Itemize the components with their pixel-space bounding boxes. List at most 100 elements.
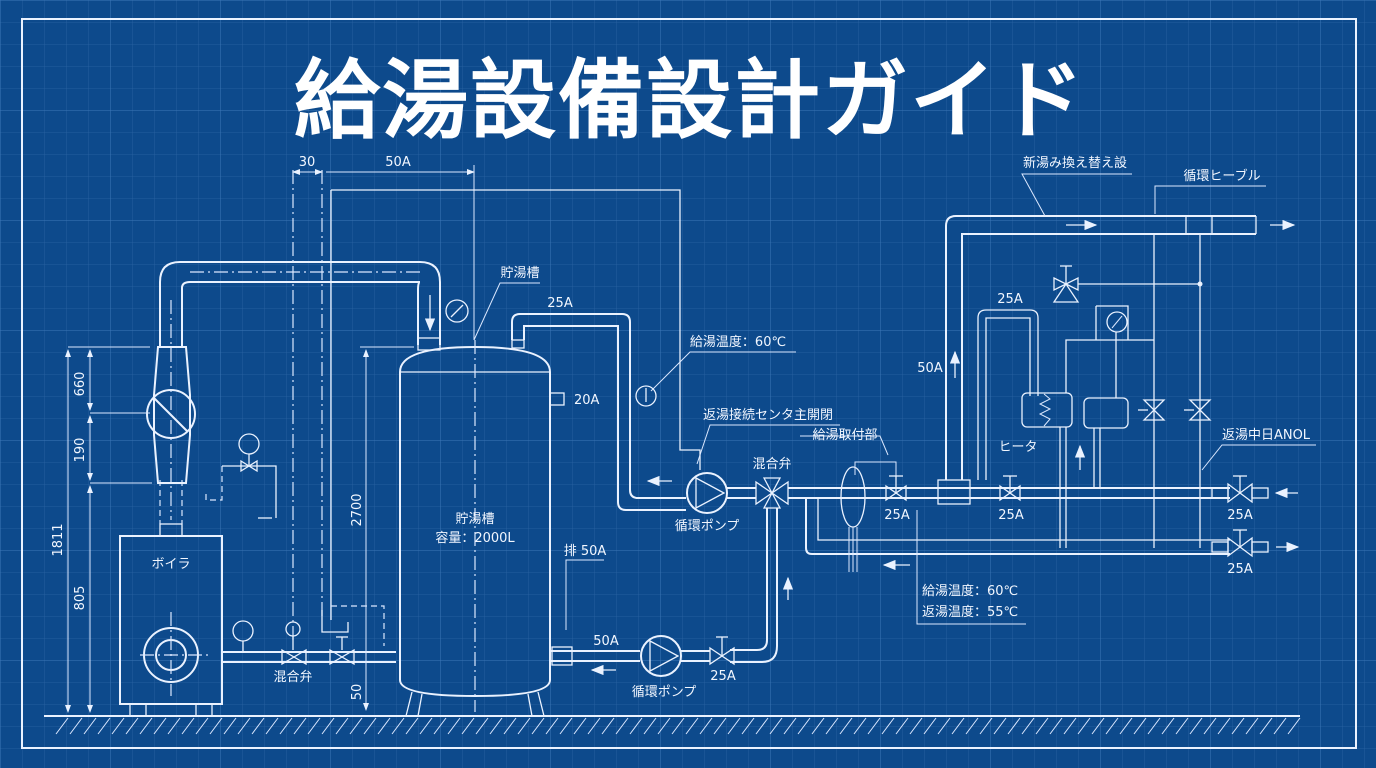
gate-valve-25A-b-icon xyxy=(999,484,1021,502)
dim-50A: 50A xyxy=(385,155,411,170)
hatch-mark xyxy=(1063,717,1077,735)
outlet-valve-upper-icon xyxy=(1227,482,1253,504)
hatch-mark xyxy=(349,717,363,735)
hatch-mark xyxy=(433,717,447,735)
right-valve-lower-label: 25A xyxy=(1227,562,1253,577)
hatch-mark xyxy=(951,717,965,735)
hatch-mark xyxy=(755,717,769,735)
hatch-mark xyxy=(97,717,111,735)
hatch-mark xyxy=(209,717,223,735)
hatch-mark xyxy=(489,717,503,735)
hatch-mark xyxy=(377,717,391,735)
hatch-mark xyxy=(671,717,685,735)
thermometer-icon xyxy=(635,385,657,407)
upper-pump-assembly: 返湯接続センタ主開閉 循環ポンプ 混合弁 xyxy=(675,407,840,663)
return-risers: 返湯中日ANOL xyxy=(1138,234,1316,548)
hatch-mark xyxy=(601,717,615,735)
hatch-mark xyxy=(811,717,825,735)
hatch-mark xyxy=(517,717,531,735)
hatch-mark xyxy=(937,717,951,735)
hatch-mark xyxy=(1077,717,1091,735)
hatch-mark xyxy=(1203,717,1217,735)
hatch-mark xyxy=(1217,717,1231,735)
tank-outlet-25A-label: 25A xyxy=(547,296,573,311)
hatch-mark xyxy=(1147,717,1161,735)
dim-805: 805 xyxy=(73,586,88,611)
hatch-mark xyxy=(265,717,279,735)
lower-pump-label: 循環ポンプ xyxy=(632,685,697,700)
return-pipe-note: 返湯中日ANOL xyxy=(1222,428,1311,443)
hatch-mark xyxy=(1161,717,1175,735)
riser-50A-label: 50A xyxy=(917,361,943,376)
relief-valve-icon xyxy=(1053,276,1079,292)
hatch-mark xyxy=(1231,717,1245,735)
lower-circulation-pump-icon xyxy=(640,635,682,677)
hatch-mark xyxy=(419,717,433,735)
drawing-border xyxy=(21,18,1357,749)
hatch-mark xyxy=(125,717,139,735)
lower-valve-icon xyxy=(709,646,735,666)
tank-capacity: 容量：2000L xyxy=(435,530,515,546)
boiler-dimensions: 660 190 1811 805 xyxy=(51,346,152,713)
hatch-mark xyxy=(909,717,923,735)
hatch-mark xyxy=(1105,717,1119,735)
hatch-mark xyxy=(69,717,83,735)
hatch-mark xyxy=(55,717,69,735)
tank-name: 貯湯槽 xyxy=(455,512,494,527)
boiler: ボイラ xyxy=(119,523,223,717)
heater-label: ヒータ xyxy=(998,440,1037,455)
heater-loop-25A-label: 25A xyxy=(997,292,1023,307)
hatch-mark xyxy=(727,717,741,735)
temp-return-label: 返湯温度：55℃ xyxy=(922,604,1018,620)
return-header-note: 返湯接続センタ主開閉 xyxy=(703,407,833,423)
hatch-mark xyxy=(111,717,125,735)
hatch-mark xyxy=(643,717,657,735)
hatch-mark xyxy=(475,717,489,735)
dim-2700: 2700 xyxy=(350,493,365,526)
tank-drain-label: 排 50A xyxy=(564,544,607,559)
temp-supply-label: 給湯温度：60℃ xyxy=(922,583,1018,599)
hatch-mark xyxy=(391,717,405,735)
vertical-valve-a-icon xyxy=(1142,399,1166,421)
hatch-mark xyxy=(321,717,335,735)
hatch-mark xyxy=(993,717,1007,735)
hatch-mark xyxy=(965,717,979,735)
upper-pump-label: 循環ポンプ xyxy=(675,519,740,534)
boiler-bypass xyxy=(205,433,277,519)
circulation-pump-icon xyxy=(686,472,728,514)
hatch-mark xyxy=(1035,717,1049,735)
supply-temp-label: 給湯温度：60℃ xyxy=(690,334,786,350)
hatch-mark xyxy=(923,717,937,735)
hatch-mark xyxy=(461,717,475,735)
hatch-mark xyxy=(629,717,643,735)
hatch-mark xyxy=(783,717,797,735)
tank-leader-label: 貯湯槽 xyxy=(500,266,539,281)
hatch-mark xyxy=(559,717,573,735)
hatch-mark xyxy=(685,717,699,735)
boiler-flue xyxy=(146,300,196,524)
hatch-mark xyxy=(1259,717,1273,735)
hatch-mark xyxy=(293,717,307,735)
hatch-mark xyxy=(713,717,727,735)
hatch-mark xyxy=(769,717,783,735)
dim-660: 660 xyxy=(73,372,88,397)
hatch-mark xyxy=(335,717,349,735)
storage-tank: 貯湯槽 容量：2000L 貯湯槽 20A 排 50A xyxy=(399,266,607,717)
tank-dimensions: 2700 50 xyxy=(350,346,414,711)
dim-30: 30 xyxy=(299,155,316,170)
controller-icon xyxy=(1083,397,1129,429)
hatch-mark xyxy=(1175,717,1189,735)
hatch-mark xyxy=(979,717,993,735)
top-supply-pipe xyxy=(159,261,469,351)
boiler-label: ボイラ xyxy=(151,557,190,572)
hatch-mark xyxy=(895,717,909,735)
hatch-mark xyxy=(573,717,587,735)
hatch-mark xyxy=(657,717,671,735)
hatch-mark xyxy=(531,717,545,735)
pressure-gauge-icon xyxy=(445,299,469,323)
hatch-mark xyxy=(1119,717,1133,735)
thermostat-gauge-icon xyxy=(1106,311,1128,333)
vertical-valve-b-icon xyxy=(1188,399,1212,421)
circ-cable-label: 循環ヒーブル xyxy=(1183,168,1260,184)
